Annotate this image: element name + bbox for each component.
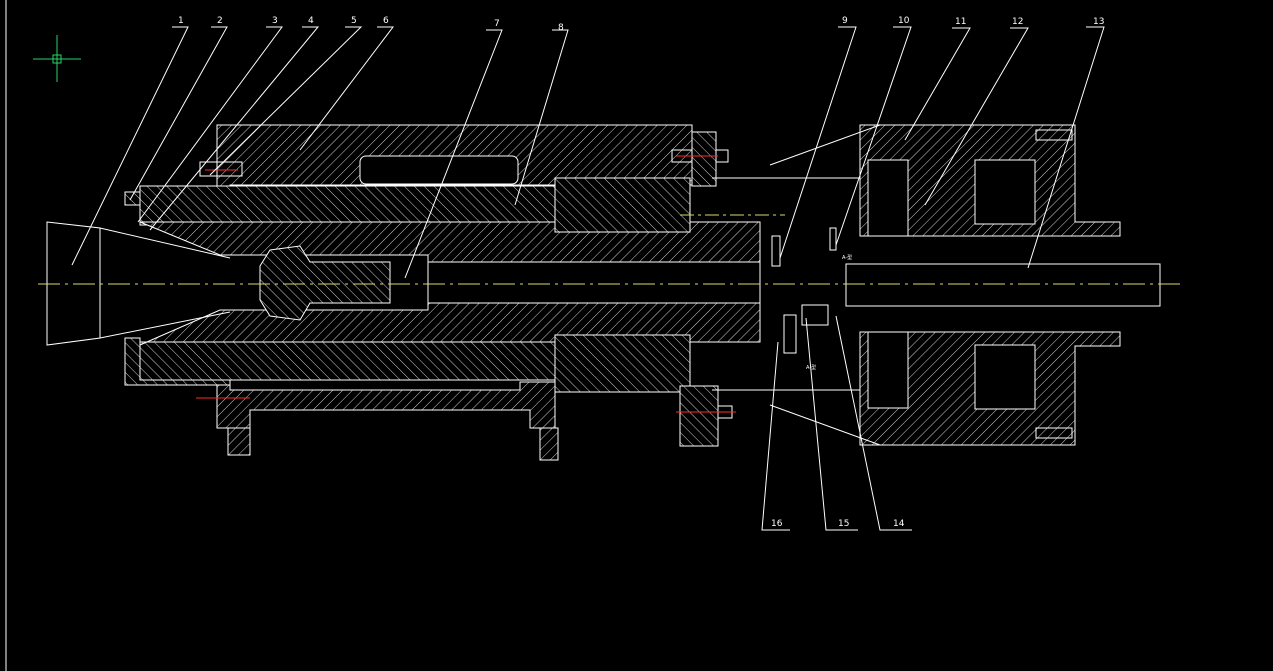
clamp-lower (679, 385, 719, 447)
callout-3: 3 (272, 16, 278, 26)
callout-7: 7 (494, 19, 500, 29)
callout-8: 8 (558, 23, 564, 33)
spindle-assembly (46, 124, 1161, 461)
crosshair-cursor-icon (33, 35, 81, 82)
callout-6: 6 (383, 16, 389, 26)
callout-4: 4 (308, 16, 314, 26)
leader-1 (71, 26, 189, 266)
callout-13: 13 (1093, 17, 1104, 27)
sensor-ring (771, 235, 781, 267)
leader-11 (904, 27, 971, 141)
leader-4 (149, 26, 320, 231)
rear-shaft (845, 263, 1161, 307)
callout-14: 14 (893, 519, 905, 529)
sleeve-lower (139, 341, 561, 381)
callout-12: 12 (1012, 17, 1023, 27)
leader-6 (299, 26, 395, 151)
bearing-block (554, 177, 691, 233)
rear-gap-lower (867, 331, 909, 409)
nose-taper-inner (99, 227, 231, 339)
red-marks (196, 155, 736, 413)
leader-15 (805, 317, 858, 531)
bolt-rear-bottom (1035, 427, 1073, 439)
callout-15: 15 (838, 519, 849, 529)
leader-13 (1027, 26, 1105, 269)
leader-7 (404, 29, 503, 279)
callout-16: 16 (771, 519, 783, 529)
callout-2: 2 (217, 16, 223, 26)
sensor-block-bottom (783, 314, 797, 354)
sensor-note-top: A-型 (842, 254, 852, 261)
bearing-block-lower (554, 334, 691, 393)
clamp-upper (691, 131, 717, 187)
leader-16 (761, 341, 790, 531)
leader-5 (209, 26, 363, 176)
leader-8 (514, 29, 569, 206)
callout-labels: 1 2 3 4 5 6 7 8 9 10 11 12 13 14 15 16 (178, 16, 1104, 529)
collet (259, 245, 391, 321)
sleeve-upper (139, 185, 561, 223)
leader-14 (835, 315, 912, 531)
sensor-block-top (829, 227, 837, 251)
callout-leaders (71, 26, 1105, 531)
housing-lower (216, 381, 556, 429)
leader-9 (779, 26, 857, 259)
leader-2 (129, 26, 228, 201)
rear-bore-lower (974, 344, 1036, 410)
leader-12 (924, 27, 1029, 206)
sensor-block-mid (801, 304, 829, 326)
link-diag-lower (769, 404, 881, 446)
callout-1: 1 (178, 16, 184, 26)
leader-3 (137, 26, 283, 223)
callout-9: 9 (842, 16, 848, 26)
bolt-rear-top (1035, 129, 1073, 141)
rear-bore-upper (974, 159, 1036, 225)
housing-upper-window (359, 155, 519, 185)
drawbar (427, 261, 761, 304)
link-diag-upper (769, 124, 881, 166)
leader-10 (835, 26, 912, 246)
rear-gap-upper (867, 159, 909, 237)
callout-10: 10 (898, 16, 910, 26)
callout-5: 5 (351, 16, 357, 26)
housing-foot (227, 427, 559, 461)
callout-11: 11 (955, 17, 966, 27)
